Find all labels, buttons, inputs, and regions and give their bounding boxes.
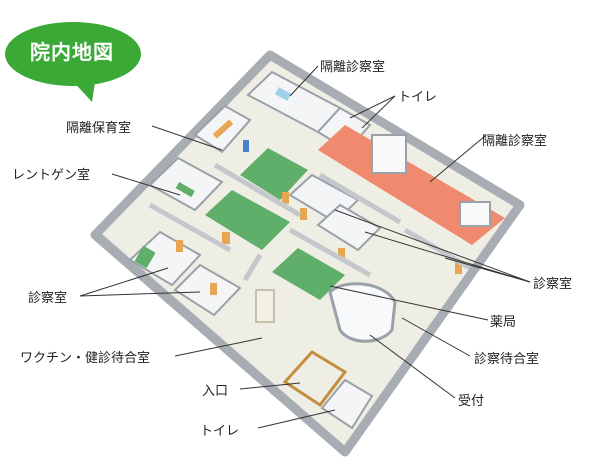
green-room-middle <box>205 190 290 250</box>
reception-counter <box>328 282 397 343</box>
nursery-shelf <box>212 119 234 139</box>
door-6 <box>455 262 462 274</box>
label-reception: 受付 <box>458 394 485 409</box>
entrance-area <box>282 350 348 408</box>
partition-a <box>371 134 407 174</box>
label-exam-room-right: 診察室 <box>533 277 573 292</box>
title-bubble <box>5 22 141 102</box>
door-7 <box>243 140 249 152</box>
partition-b <box>459 201 491 227</box>
green-room-top <box>240 148 308 200</box>
label-pharmacy: 薬局 <box>490 315 517 330</box>
left-green-bed <box>134 245 156 269</box>
label-toilet-bottom: トイレ <box>200 424 240 439</box>
label-vaccine-checkup-waiting: ワクチン・健診待合室 <box>20 351 151 366</box>
toilet-bottom-room <box>320 378 374 430</box>
left-exam-room-b <box>173 263 242 317</box>
door-1 <box>222 232 230 244</box>
door-8 <box>282 192 289 204</box>
isolation-exam-right-room <box>318 125 505 245</box>
xray-room <box>148 156 224 212</box>
map-title: 院内地図 <box>30 40 114 64</box>
pharmacy-shelf <box>255 289 275 323</box>
label-exam-room-left: 診察室 <box>28 291 68 306</box>
label-toilet-top: トイレ <box>398 90 438 105</box>
door-5 <box>338 248 345 260</box>
label-entrance: 入口 <box>202 384 229 399</box>
label-isolation-exam-right: 隔離診察室 <box>482 134 548 149</box>
label-isolation-exam-top: 隔離診察室 <box>320 60 386 75</box>
xray-green-strip <box>175 182 195 198</box>
label-exam-waiting-room: 診察待合室 <box>474 352 540 367</box>
window-blue <box>274 87 292 101</box>
label-isolation-nursery: 隔離保育室 <box>66 121 132 136</box>
interior-walls <box>148 162 472 282</box>
door-4 <box>300 208 307 220</box>
exam-room-b <box>316 203 382 252</box>
outer-wall <box>90 50 525 457</box>
building-floor <box>100 60 515 446</box>
green-room-lower <box>272 248 345 300</box>
door-3 <box>176 240 183 252</box>
label-xray-room: レントゲン室 <box>12 168 91 183</box>
leader-lines <box>79 65 531 429</box>
door-2 <box>210 283 217 295</box>
